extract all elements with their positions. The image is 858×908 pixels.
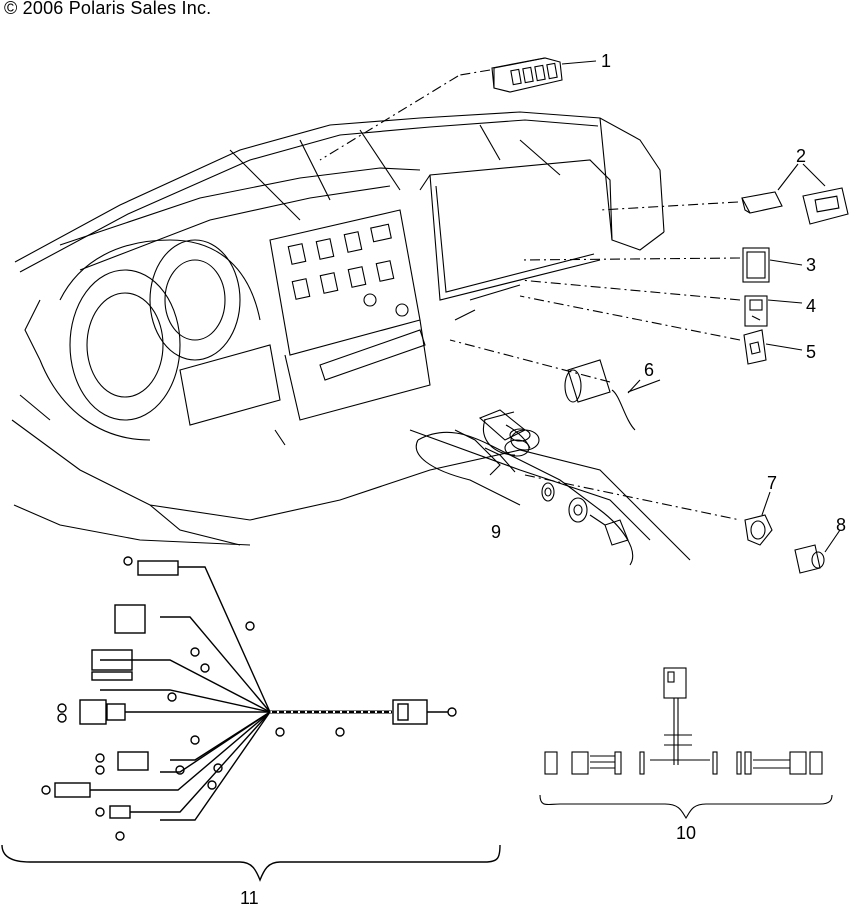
- callout-4: 4: [806, 296, 817, 316]
- part-1-switch-block: [319, 57, 597, 161]
- dashboard-assembly: [11, 111, 691, 561]
- part-6-power-outlet: [449, 339, 661, 457]
- part-4-rocker-switch: [519, 279, 803, 327]
- callout-1: 1: [601, 51, 612, 71]
- part-10-wire-harness: [539, 667, 833, 819]
- callout-9: 9: [491, 522, 502, 542]
- callout-7: 7: [767, 473, 778, 493]
- part-5-switch: [519, 295, 803, 365]
- callout-2: 2: [796, 146, 807, 166]
- callout-8: 8: [836, 515, 847, 535]
- copyright-notice: © 2006 Polaris Sales Inc.: [4, 0, 212, 18]
- callout-5: 5: [806, 342, 817, 362]
- part-7-nut: [744, 491, 773, 546]
- part-9-accessory-plug: [415, 429, 741, 566]
- callout-3: 3: [806, 255, 817, 275]
- part-2-plugs: [599, 163, 849, 225]
- part-3-switch-bezel: [519, 247, 803, 283]
- part-8-bulb-socket: [794, 529, 841, 574]
- callout-11: 11: [240, 888, 259, 908]
- part-11-main-wire-harness: [1, 556, 501, 882]
- callout-6: 6: [644, 360, 655, 380]
- callout-10: 10: [676, 823, 697, 843]
